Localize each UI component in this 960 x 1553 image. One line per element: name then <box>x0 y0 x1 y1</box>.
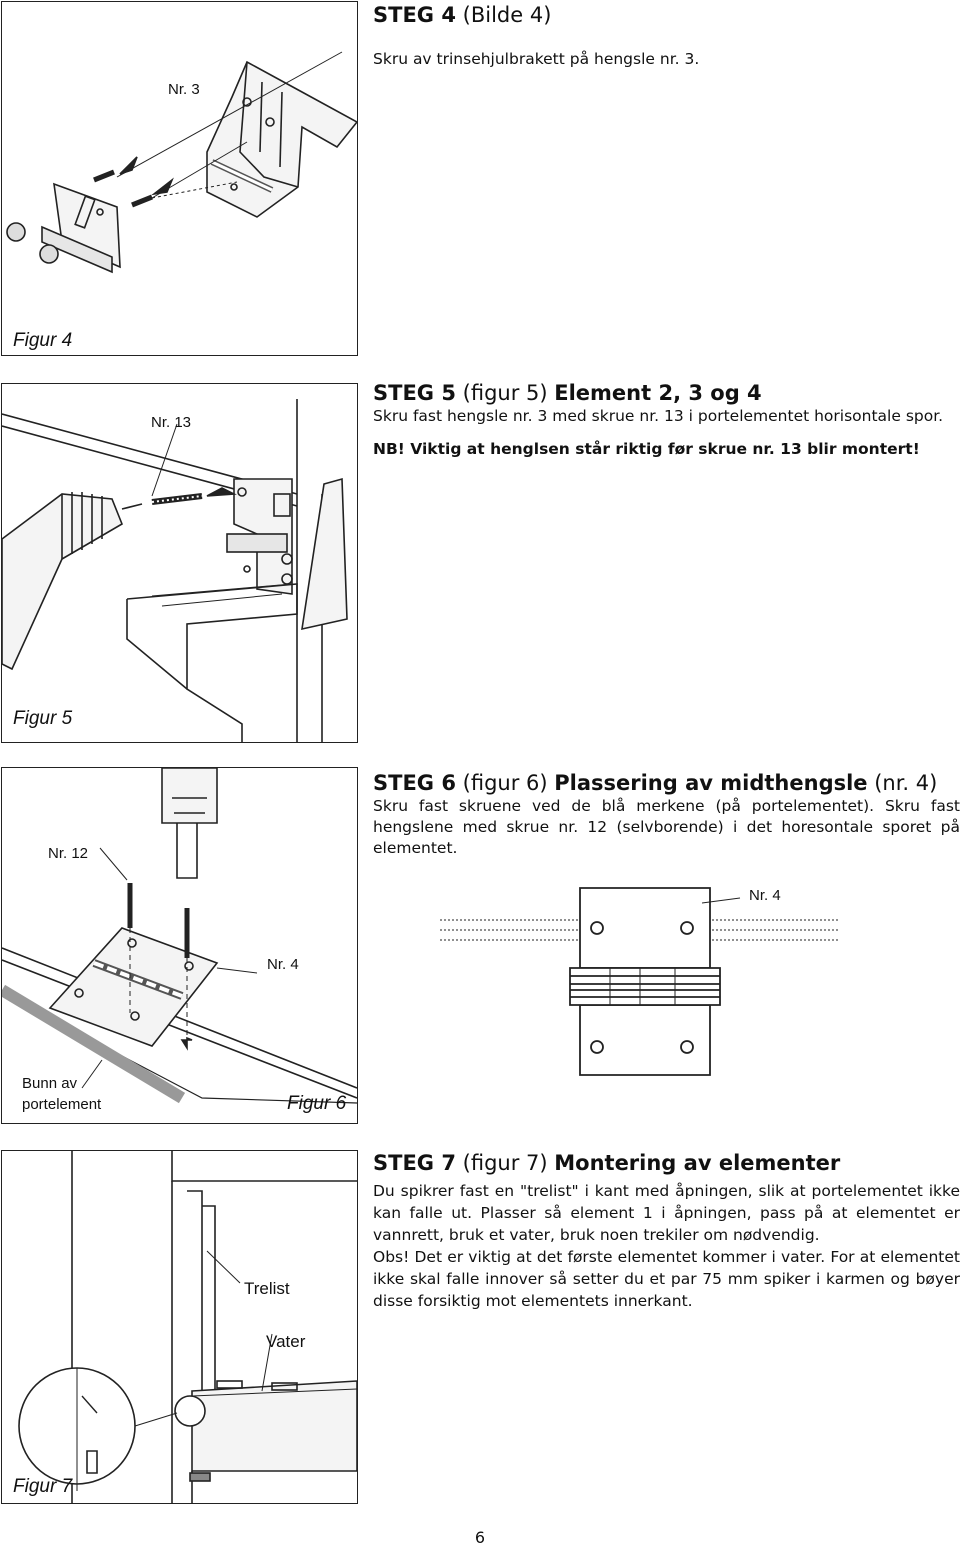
step-6-title: STEG 6 (figur 6) Plassering av midthengs… <box>373 771 938 795</box>
hinge-detail-label-nr4: Nr. 4 <box>749 887 781 904</box>
figure-5: Nr. 13 Figur 5 <box>1 383 358 743</box>
step-7-title: STEG 7 (figur 7) Montering av elementer <box>373 1151 841 1175</box>
step-5-title: STEG 5 (figur 5) Element 2, 3 og 4 <box>373 381 762 405</box>
figure-6-label-nr12: Nr. 12 <box>48 845 89 862</box>
step-7-obs: Obs! Det er viktig at det første element… <box>373 1248 960 1310</box>
step-4-text: Skru av trinsehjulbrakett på hengsle nr.… <box>373 50 700 68</box>
figure-5-caption: Figur 5 <box>13 708 73 729</box>
figure-7-label-vater: Vater <box>266 1332 306 1351</box>
figure-7: Trelist Vater Figur 7 <box>1 1150 358 1504</box>
figure-4-caption: Figur 4 <box>13 330 73 351</box>
figure-5-drawing <box>2 399 348 742</box>
figure-6-caption: Figur 6 <box>287 1093 347 1114</box>
step-7: STEG 7 (figur 7) Montering av elementer … <box>373 1150 960 1312</box>
figure-4-drawing <box>6 51 357 274</box>
step-5: STEG 5 (figur 5) Element 2, 3 og 4 Skru … <box>373 380 960 460</box>
step-5-note: NB! Viktig at henglsen står riktig før s… <box>373 440 920 458</box>
figure-7-drawing <box>18 1151 357 1503</box>
hinge-detail-drawing <box>440 887 840 1076</box>
step-4-title: STEG 4 (Bilde 4) <box>373 3 552 27</box>
page-number: 6 <box>474 1528 486 1547</box>
step-5-text: Skru fast hengsle nr. 3 med skrue nr. 13… <box>373 407 944 425</box>
figure-6-label-nr4: Nr. 4 <box>267 956 299 973</box>
figure-4-label-nr3: Nr. 3 <box>168 81 200 98</box>
figure-4: Nr. 3 Figur 4 <box>1 1 358 356</box>
step-7-text: Du spikrer fast en "trelist" i kant med … <box>373 1182 960 1244</box>
figure-7-label-trelist: Trelist <box>244 1279 290 1298</box>
step-6: STEG 6 (figur 6) Plassering av midthengs… <box>373 770 960 859</box>
figure-6-drawing <box>2 768 357 1104</box>
figure-6-label-bottom: Bunn av portelement <box>22 1075 102 1113</box>
figure-6: Nr. 12 Nr. 4 Bunn av portelement Figur 6 <box>1 767 358 1124</box>
figure-7-caption: Figur 7 <box>13 1476 73 1497</box>
step-4: STEG 4 (Bilde 4) Skru av trinsehjulbrake… <box>373 2 960 70</box>
figure-6-hinge-detail: Nr. 4 <box>440 880 840 1080</box>
figure-5-label-nr13: Nr. 13 <box>151 414 192 431</box>
step-6-text: Skru fast skruene ved de blå merkene (på… <box>373 797 960 857</box>
